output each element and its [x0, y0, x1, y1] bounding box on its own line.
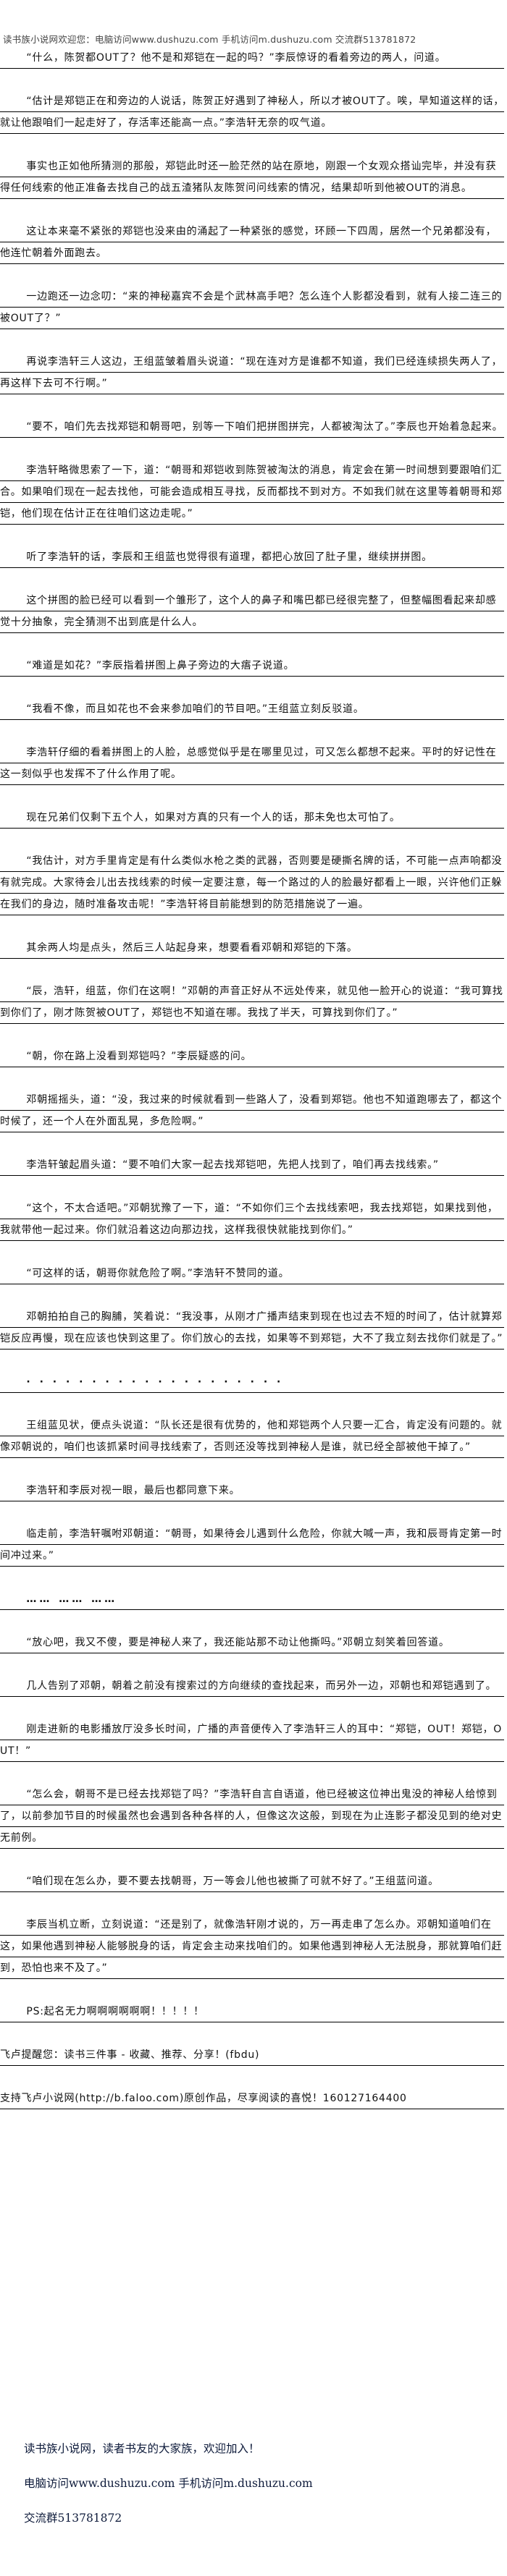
paragraph: 飞卢提醒您：读书三件事 - 收藏、推荐、分享！(fbdu)	[0, 2044, 504, 2066]
paragraph: 李浩轩仔细的看着拼图上的人脸，总感觉似乎是在哪里见过，可又怎么都想不起来。平时的…	[0, 742, 504, 785]
site-notice-header: 读书族小说网欢迎您：电脑访问www.dushuzu.com 手机访问m.dush…	[3, 34, 416, 45]
footer-access-links: 电脑访问www.dushuzu.com 手机访问m.dushuzu.com	[24, 2477, 313, 2490]
paragraph: “怎么会，朝哥不是已经去找郑铠了吗？”李浩轩自言自语道，他已经被这位神出鬼没的神…	[0, 1784, 504, 1849]
site-footer: 读书族小说网，读者书友的大家族，欢迎加入！ 电脑访问www.dushuzu.co…	[24, 2440, 313, 2544]
paragraph: 支持飞卢小说网(http://b.faloo.com)原创作品，尽享阅读的喜悦！…	[0, 2088, 504, 2109]
paragraph: 李辰当机立断，立刻说道：“还是别了，就像浩轩刚才说的，万一再走串了怎么办。邓朝知…	[0, 1914, 504, 1979]
paragraph: 王组蓝见状，便点头说道：“队长还是很有优势的，他和郑铠两个人只要一汇合，肯定没有…	[0, 1415, 504, 1458]
paragraph: 这个拼图的脸已经可以看到一个雏形了，这个人的鼻子和嘴巴都已经很完整了，但整幅图看…	[0, 590, 504, 633]
paragraph: “我看不像，而且如花也不会来参加咱们的节目吧。”王组蓝立刻反驳道。	[0, 698, 504, 720]
paragraph: 临走前，李浩轩嘱咐邓朝道：“朝哥，如果待会儿遇到什么危险，你就大喊一声，我和辰哥…	[0, 1523, 504, 1567]
paragraph: “朝，你在路上没看到郑铠吗？”李辰疑惑的问。	[0, 1046, 504, 1067]
paragraph: “要不，咱们先去找郑铠和朝哥吧，别等一下咱们把拼图拼完，人都被淘汰了。”李辰也开…	[0, 416, 504, 438]
paragraph: “难道是如花？”李辰指着拼图上鼻子旁边的大痦子说道。	[0, 655, 504, 677]
paragraph: 一边跑还一边念叨：“来的神秘嘉宾不会是个武林高手吧？怎么连个人影都没看到，就有人…	[0, 286, 504, 329]
paragraph: 李浩轩皱起眉头道：“要不咱们大家一起去找郑铠吧，先把人找到了，咱们再去找线索。”	[0, 1154, 504, 1176]
paragraph: 李浩轩和李辰对视一眼，最后也都同意下来。	[0, 1480, 504, 1501]
ellipsis-separator: · · · · · · · · · · · · · · · · · · · ·	[0, 1371, 504, 1393]
paragraph: “我估计，对方手里肯定是有什么类似水枪之类的武器，否则要是硬撕名牌的话，不可能一…	[0, 850, 504, 915]
paragraph: “估计是郑铠正在和旁边的人说话，陈贺正好遇到了神秘人，所以才被OUT了。唉，早知…	[0, 90, 504, 134]
paragraph: 邓朝拍拍自己的胸脯，笑着说：“我没事，从刚才广播声结束到现在也过去不短的时间了，…	[0, 1306, 504, 1350]
paragraph: 李浩轩略微思索了一下，道：“朝哥和郑铠收到陈贺被淘汰的消息，肯定会在第一时间想到…	[0, 459, 504, 525]
paragraph: 再说李浩轩三人这边，王组蓝皱着眉头说道：“现在连对方是谁都不知道，我们已经连续损…	[0, 351, 504, 394]
paragraph: 这让本来毫不紧张的郑铠也没来由的涌起了一种紧张的感觉，环顾一下四周，居然一个兄弟…	[0, 221, 504, 264]
paragraph: “咱们现在怎么办，要不要去找朝哥，万一等会儿他也被撕了可就不好了。”王组蓝问道。	[0, 1870, 504, 1892]
paragraph: “这个，不太合适吧。”邓朝犹豫了一下，道：“不如你们三个去找线索吧，我去找郑铠，…	[0, 1198, 504, 1241]
paragraph: PS:起名无力啊啊啊啊啊啊！！！！！	[0, 2001, 504, 2022]
paragraph: 刚走进新的电影播放厅没多长时间，广播的声音便传入了李浩轩三人的耳中：“郑铠，OU…	[0, 1719, 504, 1762]
ellipsis-separator: …… …… ……	[0, 1588, 504, 1610]
paragraph: “辰，浩轩，组蓝，你们在这啊！”邓朝的声音正好从不远处传来，就见他一脸开心的说道…	[0, 980, 504, 1024]
paragraph: “放心吧，我又不傻，要是神秘人来了，我还能站那不动让他撕吗。”邓朝立刻笑着回答道…	[0, 1632, 504, 1653]
paragraph: 其余两人均是点头，然后三人站起身来，想要看看邓朝和郑铠的下落。	[0, 937, 504, 959]
paragraph: “可这样的话，朝哥你就危险了啊。”李浩轩不赞同的道。	[0, 1263, 504, 1284]
paragraph: 几人告别了邓朝，朝着之前没有搜索过的方向继续的查找起来，而另外一边，邓朝也和郑铠…	[0, 1675, 504, 1697]
paragraph: 邓朝摇摇头，道：“没，我过来的时候就看到一些路人了，没看到郑铠。他也不知道跑哪去…	[0, 1089, 504, 1132]
paragraph: 听了李浩轩的话，李辰和王组蓝也觉得很有道理，都把心放回了肚子里，继续拼拼图。	[0, 546, 504, 568]
paragraph: “什么，陈贺都OUT了？他不是和郑铠在一起的吗？”李辰惊讶的看着旁边的两人，问道…	[0, 47, 504, 69]
footer-group-number: 交流群513781872	[24, 2512, 122, 2525]
chapter-body: “什么，陈贺都OUT了？他不是和郑铠在一起的吗？”李辰惊讶的看着旁边的两人，问道…	[0, 47, 504, 2131]
paragraph: 事实也正如他所猜测的那般，郑铠此时还一脸茫然的站在原地，刚跟一个女观众搭讪完毕，…	[0, 156, 504, 199]
footer-welcome: 读书族小说网，读者书友的大家族，欢迎加入！	[24, 2442, 260, 2455]
paragraph: 现在兄弟们仅剩下五个人，如果对方真的只有一个人的话，那未免也太可怕了。	[0, 807, 504, 829]
